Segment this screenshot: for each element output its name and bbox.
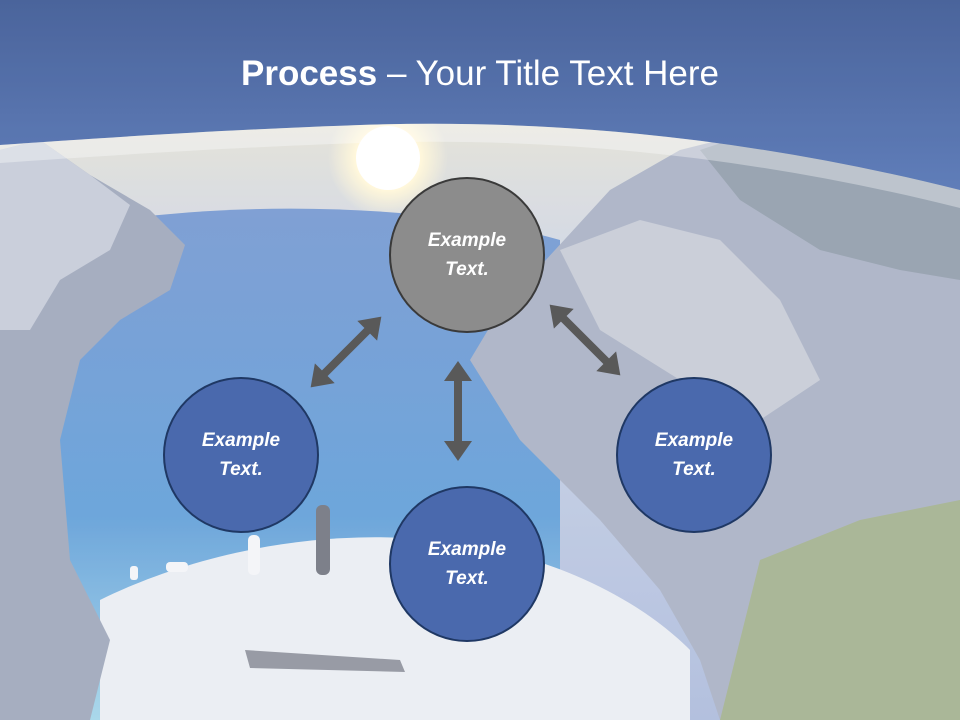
arrow-top-left <box>310 316 382 388</box>
node-bottom: Example Text. <box>389 486 545 642</box>
node-right: Example Text. <box>616 377 772 533</box>
node-top-label: Example Text. <box>427 230 507 280</box>
node-top: Example Text. <box>389 177 545 333</box>
node-bottom-label: Example Text. <box>427 539 507 589</box>
node-left-label: Example Text. <box>201 430 281 480</box>
slide-title: Process – Your Title Text Here <box>0 52 960 96</box>
arrow-top-right <box>549 304 621 376</box>
node-left: Example Text. <box>163 377 319 533</box>
title-rest: – Your Title Text Here <box>377 54 719 93</box>
arrow-top-bottom <box>444 361 472 461</box>
node-right-label: Example Text. <box>654 430 734 480</box>
title-bold: Process <box>241 54 378 93</box>
